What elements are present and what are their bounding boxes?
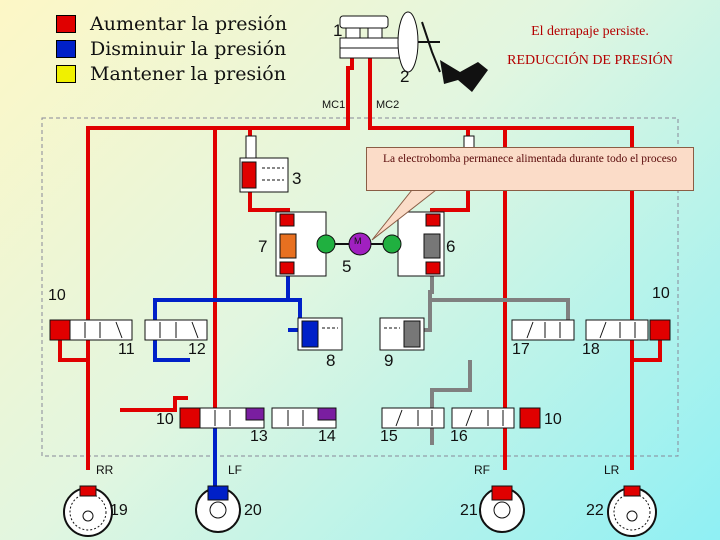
label-mc2: MC2 <box>376 99 399 111</box>
accumulator-left <box>239 135 289 193</box>
num-7: 7 <box>258 237 267 256</box>
legend-label-hold: Mantener la presión <box>90 63 286 85</box>
pump-callout: La electrobomba permanece alimentada dur… <box>366 147 694 191</box>
disc-brake-rf <box>479 485 525 533</box>
num-11: 11 <box>118 341 135 358</box>
swatch-hold <box>56 65 76 83</box>
disc-brake-lf <box>195 485 241 533</box>
low-pressure-accumulator-8 <box>297 317 343 351</box>
num-15: 15 <box>380 428 398 445</box>
num-21: 21 <box>460 502 478 519</box>
legend-label-decrease: Disminuir la presión <box>90 38 287 60</box>
legend-item-increase: Aumentar la presión <box>56 12 287 36</box>
master-cylinder <box>339 15 403 59</box>
num-9: 9 <box>384 351 393 370</box>
status-mode: REDUCCIÓN DE PRESIÓN <box>507 53 673 68</box>
num-20: 20 <box>244 502 262 519</box>
label-rf: RF <box>474 463 490 477</box>
pump-cam-right-icon <box>382 234 402 254</box>
legend-item-hold: Mantener la presión <box>56 62 287 86</box>
num-12: 12 <box>188 341 206 358</box>
brake-booster <box>397 11 488 92</box>
num-18: 18 <box>582 341 600 358</box>
num-22: 22 <box>586 502 604 519</box>
num-19: 19 <box>110 502 128 519</box>
label-lf: LF <box>228 463 242 477</box>
status-heading: El derrapaje persiste. <box>531 24 649 39</box>
swatch-decrease <box>56 40 76 58</box>
pump-left-7 <box>275 211 336 277</box>
num-14: 14 <box>318 428 336 445</box>
num-10b: 10 <box>652 285 670 302</box>
num-6: 6 <box>446 237 455 256</box>
num-10a: 10 <box>48 287 66 304</box>
num-13: 13 <box>250 428 268 445</box>
num-1: 1 <box>333 21 342 40</box>
pump-cam-left-icon <box>316 234 336 254</box>
label-lr: LR <box>604 463 620 477</box>
blue-circuit-lf <box>153 270 312 490</box>
low-pressure-accumulator-9 <box>379 317 425 351</box>
legend-item-decrease: Disminuir la presión <box>56 37 287 61</box>
valve-row-lower <box>179 407 541 429</box>
num-17: 17 <box>512 341 530 358</box>
pump-motor-5 <box>335 232 383 256</box>
num-8: 8 <box>326 351 335 370</box>
num-2: 2 <box>400 67 409 86</box>
drum-brake-lr <box>607 485 657 537</box>
label-mc1: MC1 <box>322 99 345 111</box>
num-10d: 10 <box>544 411 562 428</box>
label-motor: M <box>354 236 362 246</box>
pressure-legend: Aumentar la presión Disminuir la presión… <box>56 12 287 87</box>
valve-row-upper <box>49 319 671 341</box>
num-3: 3 <box>292 169 301 188</box>
pump-right-6 <box>382 211 445 277</box>
grey-return-lines <box>418 270 570 445</box>
num-5: 5 <box>342 257 351 276</box>
modulator-boundary <box>41 117 679 457</box>
num-10c: 10 <box>156 411 174 428</box>
legend-label-increase: Aumentar la presión <box>90 13 287 35</box>
drum-brake-rr <box>63 485 113 537</box>
brake-pedal-icon <box>440 60 488 92</box>
label-rr: RR <box>96 463 114 477</box>
num-16: 16 <box>450 428 468 445</box>
swatch-increase <box>56 15 76 33</box>
